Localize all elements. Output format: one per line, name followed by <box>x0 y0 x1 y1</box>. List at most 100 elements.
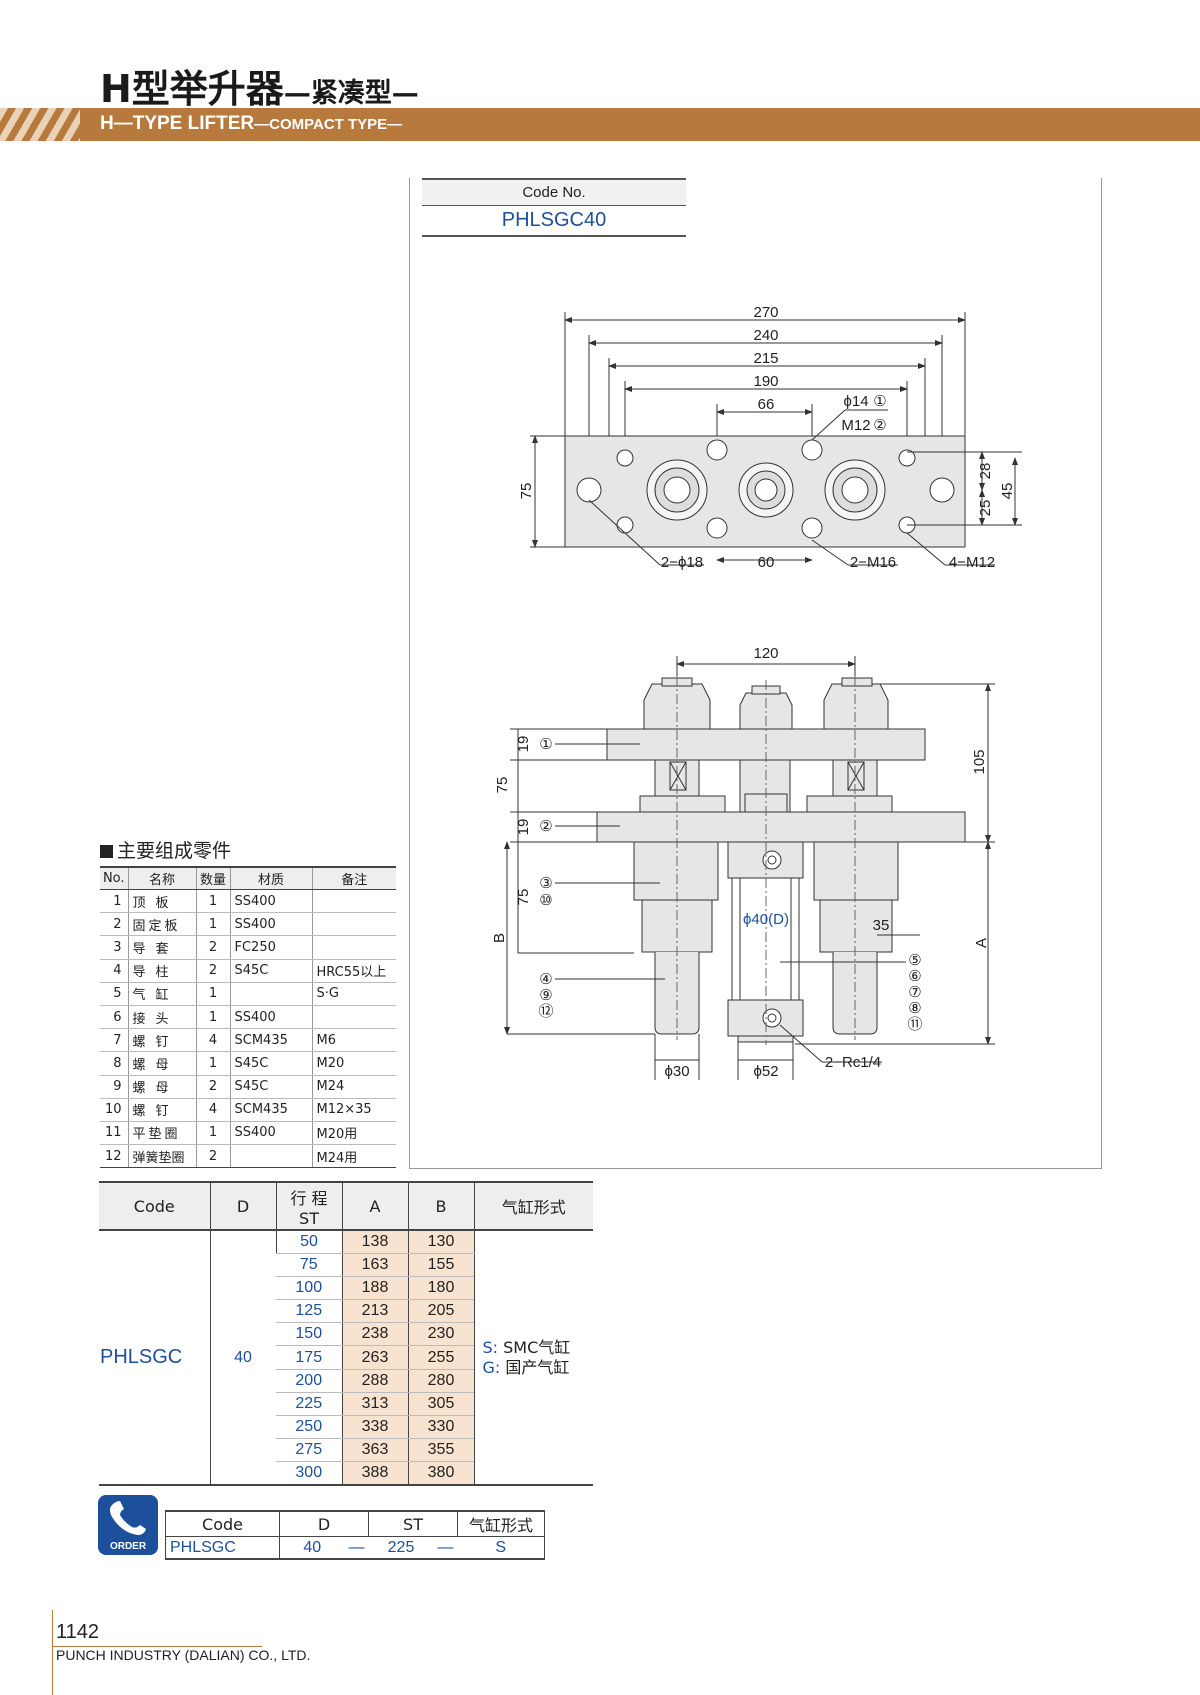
dim-a: 388 <box>341 1461 408 1487</box>
dim-a: 163 <box>341 1253 408 1278</box>
callout-balloon-1: ① <box>873 393 886 410</box>
part-no: 3 <box>100 935 128 960</box>
balloon-9: ⑨ <box>539 987 552 1004</box>
part-no: 2 <box>100 912 128 937</box>
part-name: 螺钉 <box>127 1098 196 1122</box>
dim-st: 250 <box>276 1415 342 1439</box>
order-cylinder: S <box>457 1536 545 1560</box>
dim-b: B <box>491 933 508 943</box>
part-note: M24 <box>311 1075 396 1099</box>
parts-col-no: No. <box>100 866 128 890</box>
dim-b: 230 <box>407 1322 474 1347</box>
parts-col-note: 备注 <box>311 866 396 890</box>
part-name: 螺母 <box>127 1075 196 1099</box>
balloon-6: ⑥ <box>908 968 921 985</box>
part-name: 顶板 <box>127 889 196 914</box>
order-d: 40 <box>279 1536 345 1560</box>
order-col-d: D <box>279 1510 369 1537</box>
dim-a: 288 <box>341 1369 408 1393</box>
order-value-row: PHLSGC 40 — 225 — S <box>165 1536 545 1560</box>
dim-b: 355 <box>407 1438 474 1462</box>
dim-st: 50 <box>275 1230 342 1255</box>
balloon-3: ③ <box>539 875 552 892</box>
part-name: 导柱 <box>127 959 196 983</box>
dim-25: 25 <box>977 500 994 517</box>
dim-st: 100 <box>276 1276 342 1301</box>
part-material: S45C <box>229 1051 312 1076</box>
drawing-frame <box>409 178 1102 1169</box>
part-name: 螺钉 <box>127 1028 196 1053</box>
dim-b: 380 <box>407 1461 474 1487</box>
title-en-main: H—TYPE LIFTER <box>100 113 255 134</box>
dim-phi40-d: ϕ40(D) <box>743 911 789 928</box>
title-sub: —紧凑型— <box>283 78 419 109</box>
dim-b: 255 <box>407 1345 474 1370</box>
order-col-st: ST <box>368 1510 458 1537</box>
dim-a: 313 <box>341 1392 408 1416</box>
dim-45: 45 <box>999 483 1016 500</box>
phone-icon <box>110 1501 146 1535</box>
part-note <box>311 889 396 914</box>
part-name: 气缸 <box>127 982 196 1006</box>
dim-st: 125 <box>276 1299 342 1324</box>
dim-2-phi18: 2−ϕ18 <box>661 554 703 571</box>
part-name: 导套 <box>127 935 196 960</box>
dim-240: 240 <box>753 327 778 344</box>
part-note: M6 <box>311 1028 396 1053</box>
parts-col-name: 名称 <box>127 866 196 890</box>
callout-balloon-2: ② <box>873 417 886 434</box>
balloon-7: ⑦ <box>908 984 921 1001</box>
part-no: 7 <box>100 1028 128 1053</box>
order-example-table: Code D ST 气缸形式 PHLSGC 40 — 225 — S <box>165 1510 545 1560</box>
footer-horizontal-line <box>52 1646 262 1647</box>
order-dash: — <box>344 1536 369 1560</box>
dim-b: 305 <box>407 1392 474 1416</box>
dim-d-value: 40 <box>209 1230 276 1487</box>
part-no: 1 <box>100 889 128 914</box>
dim-215: 215 <box>753 350 778 367</box>
dim-28: 28 <box>977 463 994 480</box>
part-note: M20用 <box>311 1121 396 1146</box>
part-qty: 2 <box>195 1075 230 1099</box>
balloon-5: ⑤ <box>908 952 921 969</box>
order-header-row: Code D ST 气缸形式 <box>165 1510 545 1537</box>
part-no: 8 <box>100 1051 128 1076</box>
dim-b: 180 <box>407 1276 474 1301</box>
part-material: SS400 <box>229 889 312 914</box>
parts-header-row: No. 名称 数量 材质 备注 <box>100 866 396 890</box>
callout-phi14: ϕ14 <box>843 393 868 410</box>
order-icon: ORDER <box>98 1495 158 1555</box>
balloon-12: ⑫ <box>538 1003 553 1020</box>
dim-66: 66 <box>758 396 775 413</box>
square-bullet-icon <box>100 845 113 858</box>
title-en: H—TYPE LIFTER—COMPACT TYPE— <box>100 113 402 135</box>
part-material: SS400 <box>229 912 312 937</box>
parts-col-material: 材质 <box>229 866 312 890</box>
dim-a: 238 <box>341 1322 408 1347</box>
note-g-key: G: <box>482 1357 501 1377</box>
dim-60: 60 <box>758 554 775 571</box>
dim-st: 175 <box>276 1345 342 1370</box>
company-name: PUNCH INDUSTRY (DALIAN) CO., LTD. <box>56 1647 311 1663</box>
dim-75-top: 75 <box>518 483 535 500</box>
parts-title: 主要组成零件 <box>100 836 231 863</box>
order-code: PHLSGC <box>165 1536 280 1560</box>
balloon-8: ⑧ <box>908 1000 921 1017</box>
part-note: M24用 <box>311 1144 396 1169</box>
balloon-10: ⑩ <box>539 892 552 909</box>
dim-a: 188 <box>341 1276 408 1301</box>
part-qty: 1 <box>195 1121 230 1146</box>
